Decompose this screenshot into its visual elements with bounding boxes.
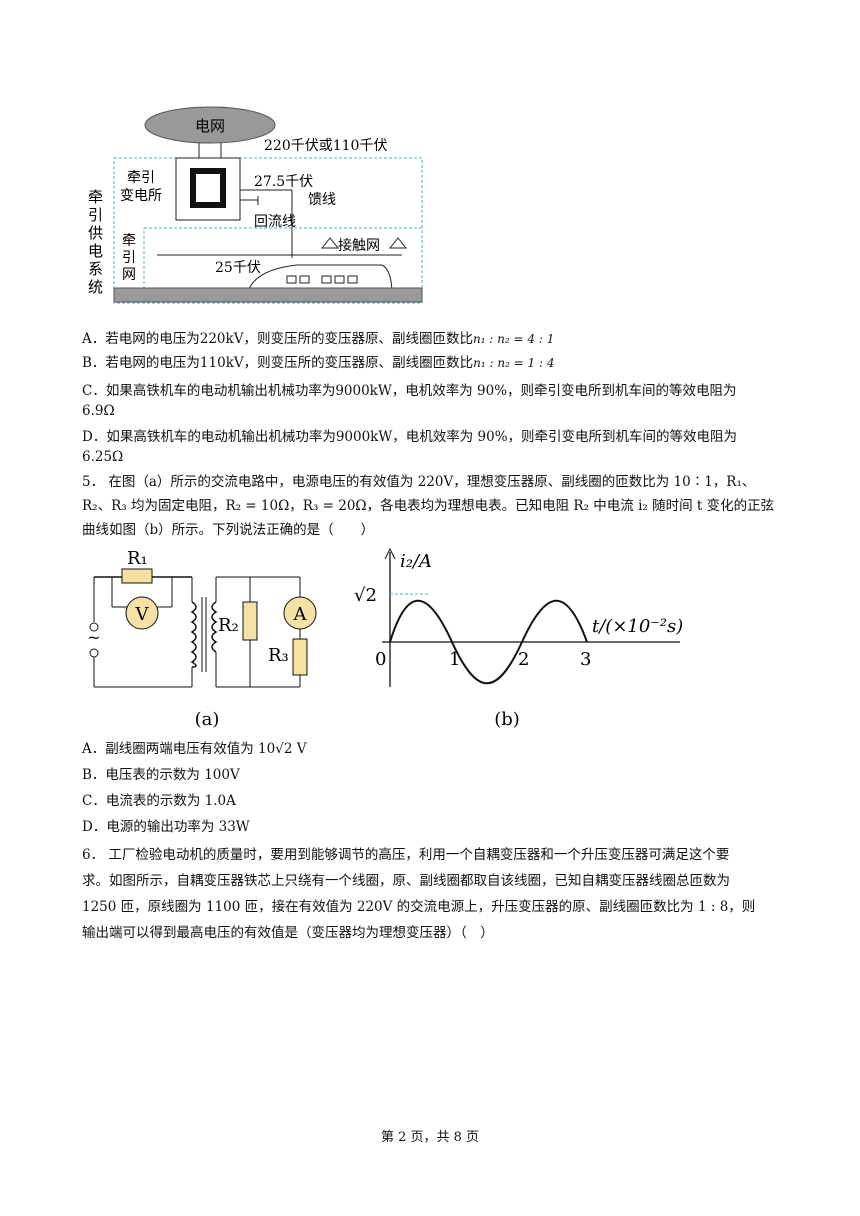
traction-net-2: 引 <box>122 250 136 266</box>
page-footer: 第 2 页，共 8 页 <box>380 1130 480 1145</box>
q5-option-b: B．电压表的示数为 100V <box>82 767 240 783</box>
ammeter-label: A <box>293 604 308 625</box>
caption-b: (b) <box>494 709 520 730</box>
q5-option-c: C．电流表的示数为 1.0A <box>82 793 236 809</box>
traction-power-diagram: 电网 220千伏或110千伏 牵引 变电所 27.5千伏 馈线 回流线 接触网 … <box>88 106 423 304</box>
q6-line-2: 求。如图所示，自耦变压器铁芯上只绕有一个线圈，原、副线圈都取自该线圈，已知自耦变… <box>82 873 730 889</box>
r3-label: R₃ <box>268 645 289 666</box>
return-line-label: 回流线 <box>254 214 296 230</box>
q6-line-3: 1250 匝，原线圈为 1100 匝，接在有效值为 220V 的交流电源上，升压… <box>82 899 756 915</box>
system-label-5: 统 <box>88 278 103 296</box>
q4-option-a: A．若电网的电压为220kV，则变压所的变压器原、副线圈匝数比n₁ : n₂ =… <box>82 331 555 347</box>
q5-line-3: 曲线如图（b）所示。下列说法正确的是（ ） <box>82 522 375 538</box>
graph-origin: 0 <box>375 649 386 670</box>
graph-tick-1: 1 <box>449 649 460 670</box>
v25-label: 25千伏 <box>215 260 261 276</box>
q4-option-d: D．如果高铁机车的电动机输出机械功率为9000kW，电机效率为 90%，则牵引变… <box>82 429 738 465</box>
graph-tick-2: 2 <box>518 649 529 670</box>
graph-ylabel: i₂/A <box>400 551 432 572</box>
graph-peak-label: √2 <box>354 585 377 606</box>
graph-xlabel: t/(×10⁻²s) <box>592 616 682 637</box>
contact-net-label: 接触网 <box>338 237 380 254</box>
system-label-0: 牵 <box>88 188 103 206</box>
q5-line-1: 5． 在图（a）所示的交流电路中，电源电压的有效值为 220V，理想变压器原、副… <box>82 474 756 490</box>
q5-line-2: R₂、R₃ 均为固定电阻，R₂ = 10Ω，R₃ = 20Ω，各电表均为理想电表… <box>82 498 775 514</box>
traction-net-1: 牵 <box>122 233 136 249</box>
substation-label-1: 牵引 <box>127 170 155 186</box>
caption-a: (a) <box>195 709 220 730</box>
voltage-label: 220千伏或110千伏 <box>264 138 387 154</box>
system-label-3: 电 <box>88 242 103 260</box>
q6-line-1: 6． 工厂检验电动机的质量时，要用到能够调节的高压，利用一个自耦变压器和一个升压… <box>82 847 730 863</box>
q4-option-b: B．若电网的电压为110kV，则变压所的变压器原、副线圈匝数比n₁ : n₂ =… <box>82 355 555 371</box>
q5-option-a: A．副线圈两端电压有效值为 10√2 V <box>82 741 307 757</box>
q5-option-d: D．电源的输出功率为 33W <box>82 819 250 835</box>
r2-label: R₂ <box>218 615 239 636</box>
r1-label: R₁ <box>127 548 148 569</box>
v27-label: 27.5千伏 <box>254 174 313 190</box>
q4-option-c: C．如果高铁机车的电动机输出机械功率为9000kW，电机效率为 90%，则牵引变… <box>82 383 737 419</box>
traction-net-3: 网 <box>122 267 136 283</box>
system-label-2: 供 <box>88 224 103 242</box>
substation-label-2: 变电所 <box>120 188 162 204</box>
system-label-1: 引 <box>88 206 103 224</box>
q5-figures: V R₁ ~ R₂ A R₃ (a) i₂/A t/(×1 <box>87 547 682 730</box>
voltmeter-label: V <box>135 604 150 625</box>
feeder-label: 馈线 <box>308 192 336 208</box>
q6-line-4: 输出端可以得到最高电压的有效值是（变压器均为理想变压器）（ ） <box>82 925 494 941</box>
circuit-a: V R₁ ~ R₂ A R₃ (a) <box>87 548 317 730</box>
grid-label: 电网 <box>195 117 225 135</box>
graph-tick-3: 3 <box>580 649 591 670</box>
source-symbol: ~ <box>87 628 100 647</box>
system-label-4: 系 <box>88 260 103 278</box>
graph-b: i₂/A t/(×10⁻²s) √2 0 1 2 3 (b) <box>354 547 682 730</box>
